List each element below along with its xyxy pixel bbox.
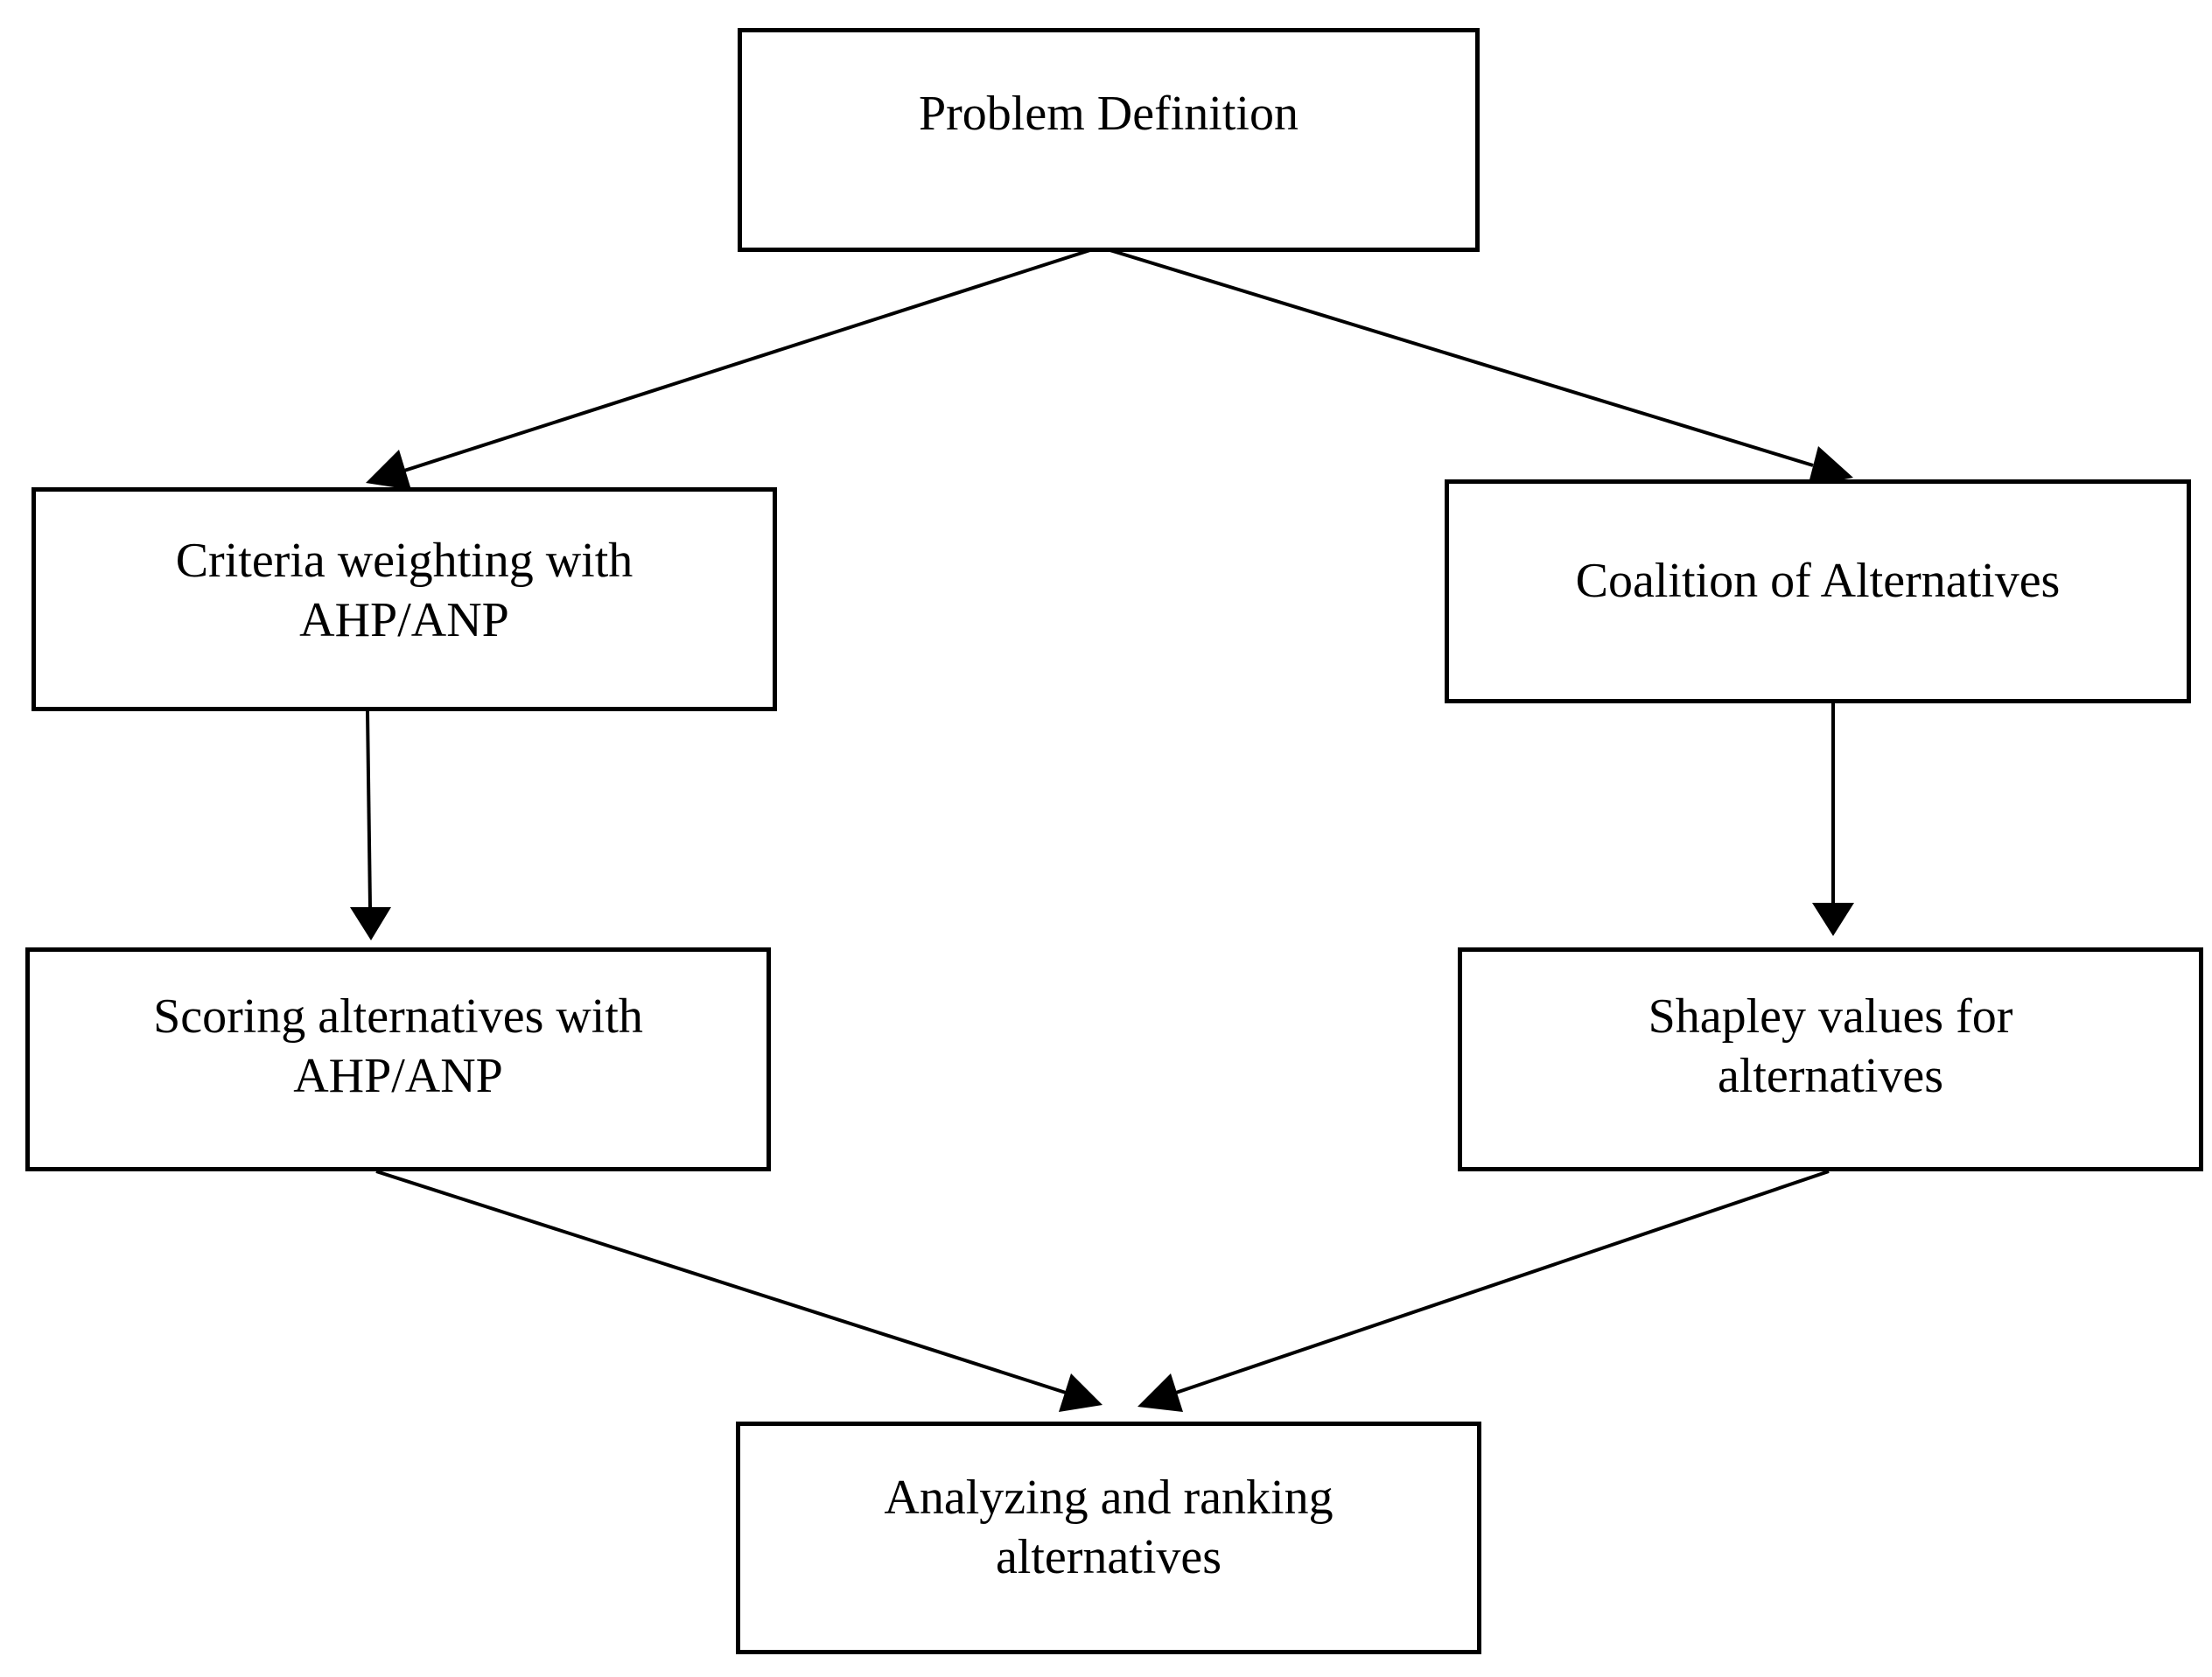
arrowhead-icon xyxy=(1059,1373,1102,1412)
node-label-line: alternatives xyxy=(995,1530,1222,1584)
edge-problem-to-coalition xyxy=(1103,247,1853,486)
edge-criteria-to-scoring xyxy=(350,710,391,940)
arrowhead-icon xyxy=(350,907,391,940)
node-problem-definition: Problem Definition xyxy=(738,28,1480,252)
edge-problem-to-criteria xyxy=(366,247,1096,490)
arrowhead-icon xyxy=(366,450,411,490)
node-label-line: alternatives xyxy=(1717,1049,1944,1103)
node-label-line: Criteria weighting with xyxy=(175,534,634,588)
node-label-line: AHP/ANP xyxy=(293,1049,503,1103)
node-label: Scoring alternatives with AHP/ANP xyxy=(153,987,643,1106)
node-shapley-values: Shapley values for alternatives xyxy=(1458,947,2203,1171)
node-label-line: Shapley values for xyxy=(1648,989,2013,1044)
node-label: Analyzing and ranking alternatives xyxy=(884,1468,1333,1587)
node-scoring-alternatives: Scoring alternatives with AHP/ANP xyxy=(25,947,771,1171)
edge-shapley-to-analyzing xyxy=(1138,1170,1830,1412)
node-label-line: Analyzing and ranking xyxy=(884,1471,1334,1525)
node-label-line: Problem Definition xyxy=(919,87,1298,141)
node-label: Problem Definition xyxy=(919,84,1298,143)
arrowhead-icon xyxy=(1138,1373,1183,1412)
node-coalition-of-alternatives: Coalition of Alternatives xyxy=(1445,479,2191,703)
node-label-line: AHP/ANP xyxy=(299,593,509,647)
node-label-line: Coalition of Alternatives xyxy=(1575,554,2061,608)
arrowhead-icon xyxy=(1812,903,1854,936)
node-label-line: Scoring alternatives with xyxy=(153,989,643,1044)
edge-scoring-to-analyzing xyxy=(375,1170,1102,1412)
node-label: Criteria weighting with AHP/ANP xyxy=(176,531,634,650)
node-label: Shapley values for alternatives xyxy=(1648,987,2013,1106)
node-criteria-weighting: Criteria weighting with AHP/ANP xyxy=(32,487,777,711)
node-label: Coalition of Alternatives xyxy=(1576,551,2061,611)
edge-coalition-to-shapley xyxy=(1812,703,1854,936)
arrowhead-icon xyxy=(1808,446,1853,486)
node-analyzing-and-ranking: Analyzing and ranking alternatives xyxy=(736,1422,1481,1654)
